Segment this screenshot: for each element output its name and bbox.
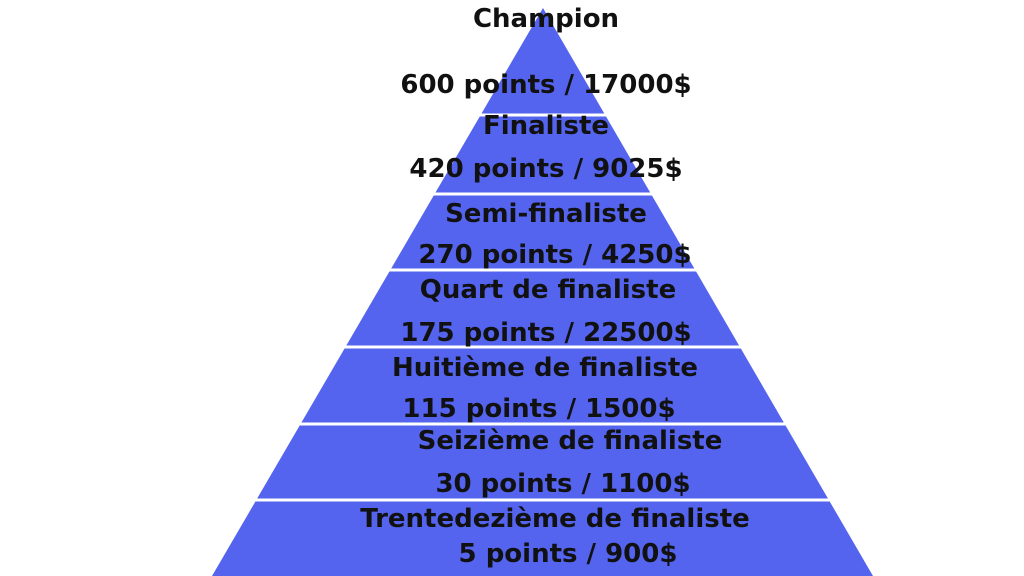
level-title-seizieme: Seizième de finaliste bbox=[417, 426, 723, 456]
level-reward-seizieme: 30 points / 1100$ bbox=[435, 469, 691, 499]
level-title-semi-finaliste: Semi-finaliste bbox=[445, 199, 647, 229]
pyramid-shape bbox=[212, 8, 873, 576]
level-reward-finaliste: 420 points / 9025$ bbox=[409, 154, 683, 184]
level-reward-quart: 175 points / 22500$ bbox=[400, 318, 692, 348]
level-title-huitieme: Huitième de finaliste bbox=[392, 353, 698, 383]
level-reward-huitieme: 115 points / 1500$ bbox=[402, 394, 676, 424]
level-title-trentedezieme: Trentedezième de finaliste bbox=[360, 504, 750, 534]
level-reward-semi-finaliste: 270 points / 4250$ bbox=[418, 240, 692, 270]
level-title-quart: Quart de finaliste bbox=[419, 275, 677, 305]
level-title-champion: Champion bbox=[472, 4, 620, 34]
level-title-finaliste: Finaliste bbox=[482, 111, 610, 141]
level-reward-champion: 600 points / 17000$ bbox=[400, 70, 692, 100]
level-reward-trentedezieme: 5 points / 900$ bbox=[458, 539, 678, 569]
